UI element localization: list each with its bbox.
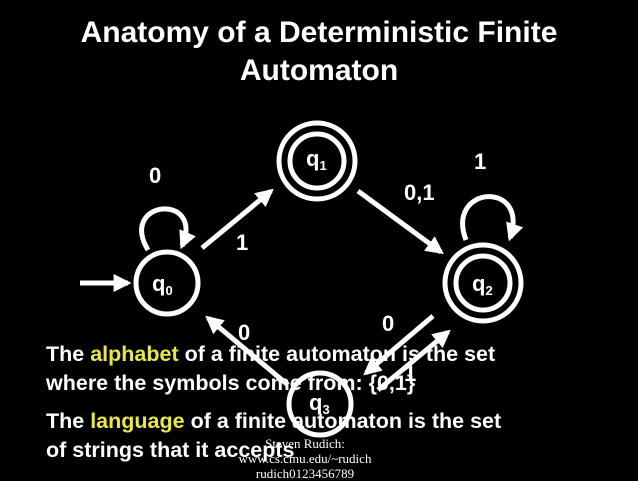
author-credit: Steven Rudich: www.cs.cmu.edu/~rudich ru…: [230, 436, 380, 481]
state-label-q0: q0: [152, 271, 173, 298]
state-label-q1: q1: [306, 146, 327, 173]
state-q3: [286, 370, 354, 438]
edge-q0-loop: [139, 206, 196, 252]
text-line-2: where the symbols come from: {0,1}: [46, 371, 416, 395]
label-q0-loop: 0: [149, 163, 161, 188]
label-q1-q2: 0,1: [404, 180, 435, 205]
edge-q3-q0: [205, 315, 290, 387]
text-line-4: of strings that it accepts: [46, 438, 295, 462]
title-line-2: Automaton: [239, 54, 399, 87]
title-line-1: Anatomy of a Deterministic Finite: [80, 16, 558, 49]
state-q1-base: q: [306, 146, 319, 171]
line3-suffix: of a finite automaton is the set: [184, 409, 502, 433]
label-q3-q0: 0: [238, 320, 250, 345]
edge-q3-q2: [376, 329, 451, 392]
state-q1-sub: 1: [319, 158, 326, 173]
text-line-3: The language of a finite automaton is th…: [46, 408, 626, 435]
text-line-1: The alphabet of a finite automaton is th…: [46, 341, 626, 368]
label-q0-q1: 1: [236, 230, 248, 255]
edge-q0-q1: [200, 188, 274, 250]
state-q0: [133, 249, 201, 317]
line1-prefix: The: [46, 342, 91, 366]
slide-title: Anatomy of a Deterministic Finite Automa…: [0, 14, 638, 90]
state-q0-sub: 0: [165, 283, 172, 298]
label-q3-q2: 1: [404, 361, 416, 386]
edge-q2-q3: [363, 314, 435, 376]
credit-line-3: rudich0123456789: [255, 466, 355, 481]
state-q3-base: q: [309, 390, 322, 415]
state-q2-base: q: [472, 271, 485, 296]
state-q3-sub: 3: [322, 402, 329, 417]
edge-q2-loop: [460, 194, 524, 242]
state-q0-base: q: [152, 271, 165, 296]
state-q1: [276, 120, 358, 202]
label-q2-q3: 0: [382, 311, 394, 336]
line3-prefix: The: [46, 409, 91, 433]
state-label-q2: q2: [472, 271, 493, 298]
credit-line-2: www.cs.cmu.edu/~rudich: [238, 451, 372, 466]
state-q2: [442, 242, 524, 324]
state-label-q3: q3: [309, 390, 330, 417]
credit-line-1: Steven Rudich:: [265, 436, 345, 451]
label-q2-loop: 1: [474, 149, 486, 174]
term-language: language: [90, 409, 185, 433]
term-alphabet: alphabet: [90, 342, 179, 366]
edge-q1-q2: [356, 188, 444, 255]
line1-suffix: of a finite automaton is the set: [178, 342, 496, 366]
state-q2-sub: 2: [485, 283, 492, 298]
